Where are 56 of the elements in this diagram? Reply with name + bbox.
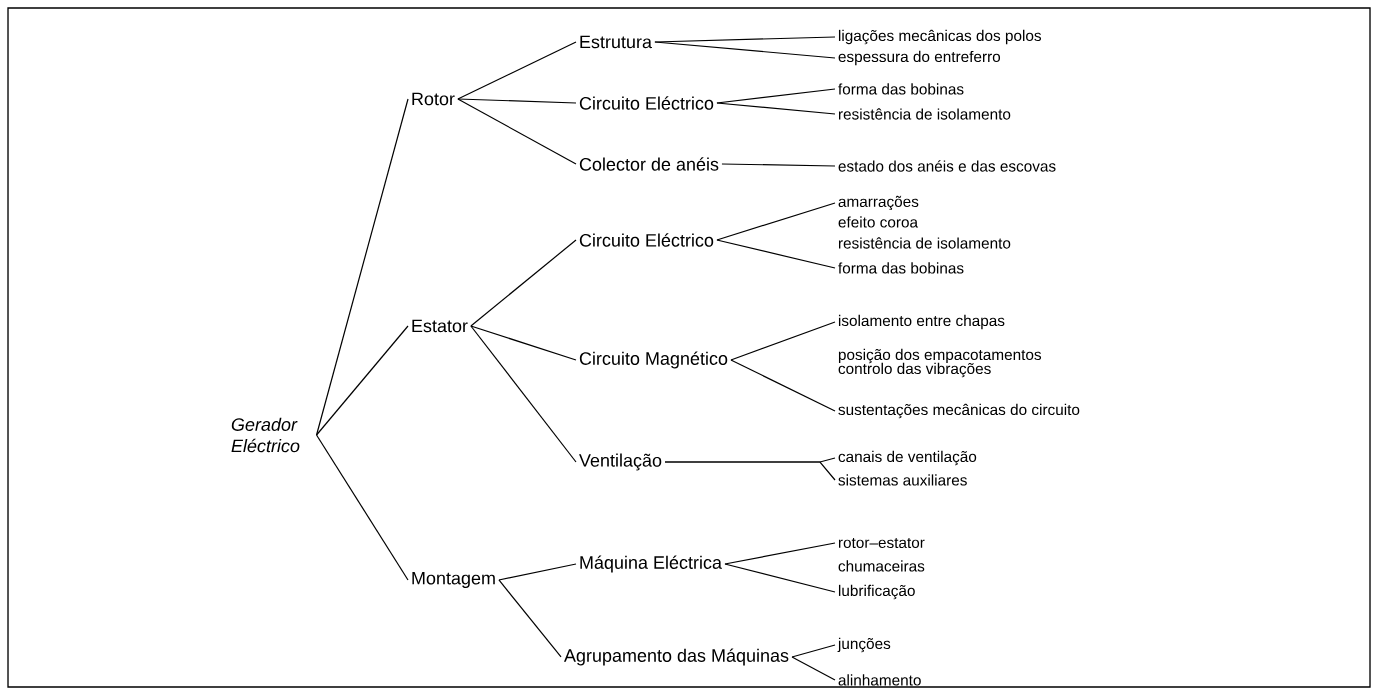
connector-line [716, 202, 836, 241]
leaf-label: sistemas auxiliares [838, 474, 967, 486]
connector-line [791, 656, 836, 681]
connector-line [664, 461, 836, 481]
leaf-label: isolamento entre chapas [838, 314, 1005, 330]
connector-line [470, 325, 577, 463]
connector-line [730, 321, 836, 361]
leaf-label: amarrações [838, 195, 919, 211]
branch-label: Agrupamento das Máquinas [564, 648, 789, 666]
connector-line [721, 163, 836, 167]
leaf-label: controlo das vibrações [838, 362, 991, 378]
connector-line [457, 98, 577, 165]
connector-line [716, 88, 836, 104]
leaf-label: alinhamento [838, 674, 921, 686]
connector-line [654, 41, 836, 59]
connector-line [470, 239, 577, 327]
connector-line [315, 325, 409, 436]
root-label: Gerador Eléctrico [231, 417, 300, 453]
connector-line [498, 579, 562, 658]
branch-label: Circuito Eléctrico [579, 233, 714, 247]
branch-label: Estator [412, 319, 468, 333]
connector-line [716, 102, 836, 115]
leaf-label: sustentações mecânicas do circuito [838, 403, 1080, 419]
connector-line [724, 542, 836, 565]
connector-line [498, 563, 577, 581]
leaf-label: efeito coroa [838, 216, 919, 228]
connector-line [654, 36, 836, 43]
connector-line [457, 98, 577, 104]
leaf-label: canais de ventilação [838, 450, 977, 466]
branch-label: Colector de anéis [579, 157, 719, 171]
branch-label: Montagem [412, 571, 495, 589]
branch-label: Estrutura [580, 35, 652, 49]
connector-line [315, 98, 409, 436]
leaf-label: chumaceiras [838, 560, 925, 572]
leaf-label: forma das bobinas [838, 262, 964, 274]
connector-line [315, 434, 409, 581]
connector-line [457, 41, 577, 100]
leaf-label: resistência de isolamento [838, 108, 1011, 120]
leaf-label: resistência de isolamento [838, 237, 1011, 249]
branch-label: Circuito Eléctrico [579, 96, 714, 110]
leaf-label: ligações mecânicas dos polos [838, 29, 1042, 45]
leaf-label: espessura do entreferro [838, 50, 1001, 66]
connector-line [470, 325, 577, 361]
leaf-label: junções [837, 637, 891, 653]
connector-line [724, 563, 836, 593]
branch-label: Máquina Eléctrica [580, 555, 722, 573]
connector-line [730, 359, 836, 412]
leaf-label: lubrificação [838, 584, 915, 600]
leaf-label: forma das bobinas [838, 83, 964, 95]
branch-label: Circuito Magnético [579, 351, 728, 369]
connector-line [791, 644, 836, 658]
connector-line [716, 239, 836, 269]
leaf-label: estado dos anéis e das escovas [838, 160, 1056, 172]
branch-label: Ventilação [579, 453, 662, 471]
branch-label: Rotor [412, 92, 455, 106]
leaf-label: rotor–estator [838, 537, 925, 548]
